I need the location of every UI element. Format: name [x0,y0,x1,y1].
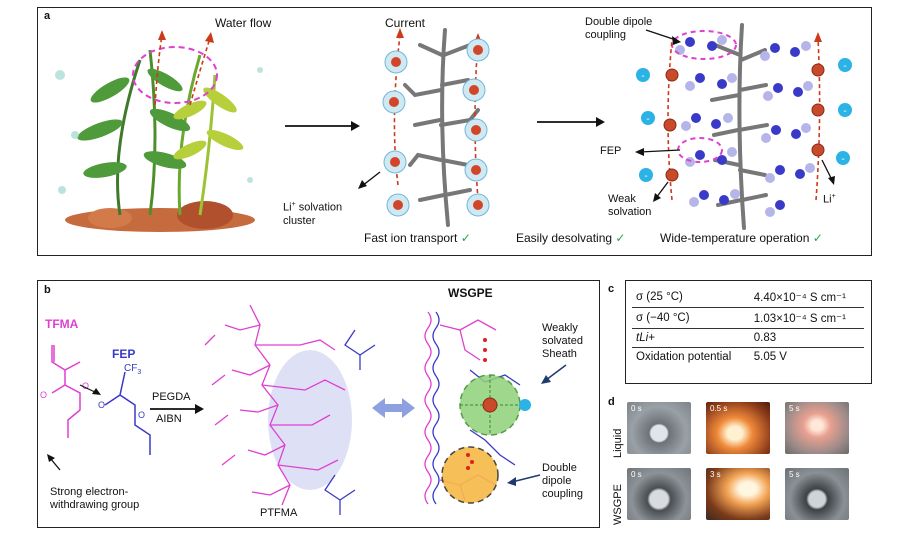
check-icon: ✓ [460,231,471,245]
svg-text:O: O [138,410,145,420]
svg-text:-: - [644,171,647,182]
li-ions-right [663,63,825,182]
tfma-label: TFMA [45,317,79,331]
table-row: σ (25 °C)4.40×10⁻⁴ S cm⁻¹ [632,287,864,308]
svg-text:O: O [98,400,105,410]
check-icon: ✓ [812,231,823,245]
photo-liquid-1: 0.5 s [706,402,770,454]
table-row: Oxidation potential 5.05 V [632,348,864,367]
li-plus-label: Li+ [823,193,836,206]
ptfma-label: PTFMA [260,507,298,519]
anion-icons: - - - - - - [636,58,852,182]
property-name: σ (25 °C) [632,287,750,308]
panel-a-label: a [44,10,51,22]
photo-liquid-2: 5 s [785,402,849,454]
feature-fast-ion: Fast ion transport ✓ [364,231,471,245]
current-label: Current [385,16,426,30]
property-name: Oxidation potential [636,351,732,363]
equilibrium-arrow [372,398,415,418]
property-value: 1.03×10⁻⁴ S cm⁻¹ [749,307,864,329]
li-solvation-clusters-middle [382,38,490,217]
svg-text:-: - [841,154,844,165]
table-row: σ (−40 °C)1.03×10⁻⁴ S cm⁻¹ [632,307,864,329]
table-row: tLi+0.83 [632,328,864,348]
feature-wide-temperature: Wide-temperature operation ✓ [660,231,823,245]
svg-text:-: - [646,114,649,125]
property-value: 0.83 [749,328,864,348]
polymer-chain-middle [403,28,480,227]
wsgpe-label: WSGPE [448,286,493,300]
aibn-label: AIBN [156,413,182,425]
svg-text:O: O [40,390,47,400]
properties-table: σ (25 °C)4.40×10⁻⁴ S cm⁻¹ σ (−40 °C)1.03… [632,287,864,366]
panel-b-label: b [44,284,51,296]
seaweed-illustration [55,30,263,232]
property-value: 4.40×10⁻⁴ S cm⁻¹ [749,287,864,308]
svg-text:-: - [843,61,846,72]
check-icon: ✓ [615,231,626,245]
svg-text:O: O [82,381,89,391]
wsgpe-structure [424,311,531,505]
fep-cf3-label: CF3 [124,363,142,376]
property-name: tLi+ [632,328,750,348]
fep-structure [104,371,151,455]
photo-wsgpe-1: 3 s [706,468,770,520]
photo-wsgpe-2: 5 s [785,468,849,520]
pegda-label: PEGDA [152,391,191,403]
property-name: σ (−40 °C) [632,307,750,329]
row-label-wsgpe: WSGPE [612,484,624,525]
svg-text:-: - [843,106,846,117]
fep-label-a: FEP [600,145,622,157]
panel-d-label: d [608,396,615,408]
property-value: 5.05 V [753,351,787,363]
feature-easily-desolvating: Easily desolvating ✓ [516,231,626,245]
row-label-liquid: Liquid [612,428,624,458]
fep-label-b: FEP [112,347,136,361]
panel-c-label: c [608,283,615,295]
water-flow-label: Water flow [215,16,272,30]
ptfma-structure [204,304,346,506]
photo-wsgpe-0: 0 s [627,468,691,520]
tfma-structure [51,345,81,438]
ptfma-highlight [268,350,352,490]
photo-liquid-0: 0 s [627,402,691,454]
svg-text:-: - [641,71,644,82]
strong-group-label: Strong electron-withdrawing group [50,486,140,511]
